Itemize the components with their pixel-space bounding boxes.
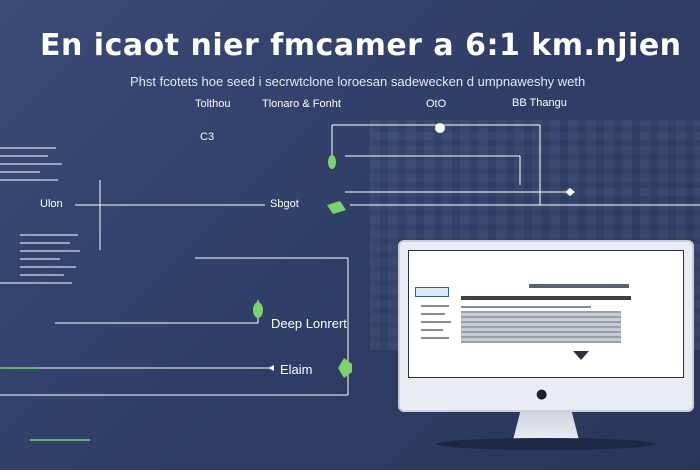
label-elaim: Elaim bbox=[280, 362, 313, 377]
label-tolthou: Tolthou bbox=[195, 98, 231, 110]
page-subtitle: Phst fcotets hoe seed i secrwtclone loro… bbox=[130, 74, 586, 89]
screen-sidebar-line bbox=[421, 305, 449, 307]
screen-nav-bar bbox=[529, 284, 629, 288]
label-c3: C3 bbox=[200, 131, 215, 143]
monitor-screen bbox=[408, 250, 684, 378]
screen-sidebar-line bbox=[421, 329, 443, 331]
green-node bbox=[327, 201, 346, 214]
monitor: ● bbox=[398, 240, 694, 412]
label-deep-lonrert: Deep Lonrert bbox=[271, 316, 347, 331]
monitor-base-shadow bbox=[436, 438, 656, 450]
label-oto: OtO bbox=[426, 98, 447, 110]
screen-toolbar bbox=[461, 296, 631, 300]
arrow-node bbox=[268, 365, 274, 371]
label-ulon: Ulon bbox=[40, 198, 63, 210]
screen-content-line bbox=[461, 306, 591, 308]
screen-sidebar-line bbox=[421, 321, 451, 323]
monitor-chin: ● bbox=[400, 378, 692, 410]
page-title: En icaot nier fmcamer a 6:1 km.njien bbox=[40, 28, 682, 63]
label-bb-thangu: BB Thangu bbox=[512, 97, 567, 109]
label-sbgot: Sbgot bbox=[270, 198, 299, 210]
small-node bbox=[435, 123, 445, 133]
screen-logo bbox=[415, 287, 449, 297]
green-node bbox=[253, 302, 263, 318]
label-tlonaro-fonht: Tlonaro & Fonht bbox=[262, 98, 341, 110]
green-node bbox=[338, 358, 352, 378]
screen-sidebar-line bbox=[421, 313, 445, 315]
apple-logo-icon: ● bbox=[536, 387, 548, 402]
screen-sidebar-line bbox=[421, 337, 449, 339]
small-node bbox=[565, 188, 575, 196]
green-node bbox=[328, 155, 336, 169]
screen-content-panel bbox=[461, 311, 621, 343]
dropdown-triangle-icon[interactable] bbox=[573, 351, 589, 360]
